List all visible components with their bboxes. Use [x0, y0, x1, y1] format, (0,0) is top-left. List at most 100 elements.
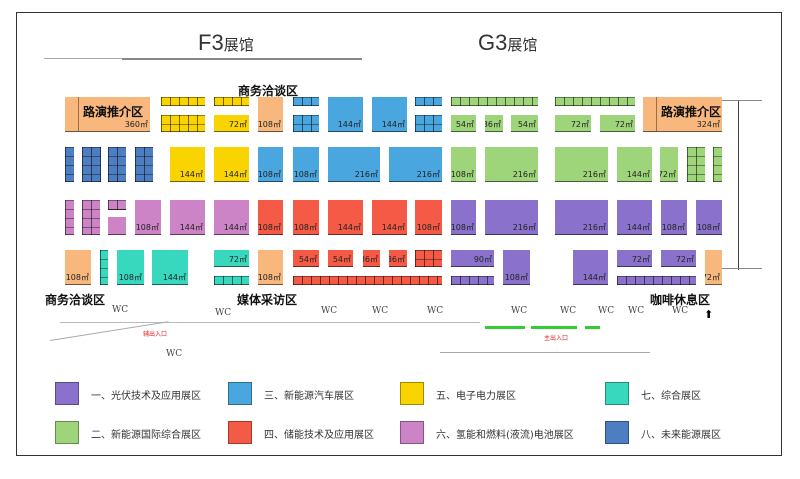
booth-green[interactable]: 54㎡	[511, 115, 538, 132]
booth-green[interactable]	[713, 147, 722, 182]
booth-blue[interactable]: 144㎡	[372, 97, 407, 132]
entrance-marker	[531, 326, 577, 329]
wc-label: WC	[628, 306, 645, 316]
booth-yellow[interactable]	[214, 97, 249, 106]
booth-area: 108㎡	[293, 170, 317, 179]
booth-blue[interactable]: 108㎡	[293, 147, 319, 182]
booth-blue[interactable]	[415, 97, 442, 106]
booth-green[interactable]: 54㎡	[451, 115, 476, 132]
booth-purple[interactable]: 216㎡	[555, 200, 608, 235]
booth-pink[interactable]	[108, 200, 126, 210]
booth-orange[interactable]: 108㎡	[258, 250, 283, 285]
booth-green[interactable]: 216㎡	[485, 147, 538, 182]
booth-green[interactable]	[451, 97, 538, 106]
booth-area: 216㎡	[354, 170, 378, 179]
booth-teal[interactable]: 108㎡	[117, 250, 144, 285]
booth-teal[interactable]: 144㎡	[152, 250, 188, 285]
wc-label: WC	[215, 308, 232, 318]
booth-red[interactable]: 108㎡	[293, 200, 319, 235]
booth-red[interactable]: 54㎡	[328, 250, 353, 267]
booth-green[interactable]: 72㎡	[555, 115, 591, 132]
booth-purple[interactable]: 216㎡	[485, 200, 538, 235]
roadshow-zone-label: 路演推介区	[83, 105, 144, 119]
booth-pink[interactable]: 108㎡	[135, 200, 161, 235]
legend-swatch	[228, 382, 252, 405]
booth-area: 90㎡	[473, 255, 492, 264]
booth-purple[interactable]: 108㎡	[451, 200, 476, 235]
booth-darkblue[interactable]	[135, 147, 153, 182]
booth-red[interactable]: 144㎡	[328, 200, 363, 235]
booth-red[interactable]: 108㎡	[258, 200, 283, 235]
booth-area: 144㎡	[626, 223, 650, 232]
booth-blue[interactable]	[415, 115, 442, 132]
booth-pink[interactable]: 144㎡	[170, 200, 205, 235]
legend-swatch	[400, 421, 424, 444]
booth-area: 54㎡	[298, 255, 317, 264]
booth-purple[interactable]: 72㎡	[617, 250, 652, 267]
booth-area: 144㎡	[337, 120, 361, 129]
booth-red[interactable]	[415, 250, 442, 267]
booth-blue[interactable]	[293, 115, 319, 132]
booth-area: 72㎡	[570, 120, 589, 129]
booth-area: 144㎡	[179, 170, 203, 179]
booth-green[interactable]	[555, 97, 635, 106]
booth-purple[interactable]: 144㎡	[573, 250, 608, 285]
booth-orange[interactable]: 108㎡	[258, 97, 283, 132]
booth-blue[interactable]	[293, 97, 319, 106]
booth-purple[interactable]: 108㎡	[503, 250, 530, 285]
booth-orange[interactable]: 108㎡	[65, 250, 91, 285]
booth-pink[interactable]	[82, 200, 100, 235]
booth-yellow[interactable]	[161, 97, 205, 106]
booth-green[interactable]: 108㎡	[451, 147, 476, 182]
booth-darkblue[interactable]	[65, 147, 74, 182]
booth-red[interactable]: 144㎡	[372, 200, 407, 235]
booth-pink[interactable]	[108, 217, 126, 235]
booth-area: 108㎡	[696, 223, 720, 232]
booth-green[interactable]: 36㎡	[485, 115, 503, 132]
booth-area: 72㎡	[631, 255, 650, 264]
booth-yellow[interactable]	[161, 115, 205, 132]
booth-green[interactable]	[687, 147, 705, 182]
booth-red[interactable]: 36㎡	[389, 250, 407, 267]
booth-purple[interactable]	[617, 276, 696, 285]
booth-teal[interactable]	[214, 276, 249, 285]
booth-pink[interactable]: 144㎡	[214, 200, 249, 235]
booth-blue[interactable]: 216㎡	[328, 147, 380, 182]
booth-area: 108㎡	[65, 273, 89, 282]
booth-green[interactable]: 144㎡	[617, 147, 652, 182]
booth-green[interactable]: 72㎡	[600, 115, 635, 132]
booth-pink[interactable]	[65, 200, 74, 235]
booth-area: 72㎡	[660, 170, 676, 179]
booth-blue[interactable]: 108㎡	[258, 147, 283, 182]
booth-blue[interactable]: 216㎡	[389, 147, 442, 182]
booth-red[interactable]	[293, 276, 442, 285]
legend-label: 七、综合展区	[641, 391, 701, 402]
booth-orange[interactable]: 72㎡	[705, 250, 722, 285]
booth-area: 108㎡	[118, 273, 142, 282]
booth-darkblue[interactable]	[82, 147, 101, 182]
booth-yellow[interactable]: 144㎡	[170, 147, 205, 182]
booth-green[interactable]: 72㎡	[660, 147, 678, 182]
booth-purple[interactable]: 72㎡	[661, 250, 696, 267]
booth-green[interactable]: 216㎡	[555, 147, 608, 182]
booth-yellow[interactable]: 72㎡	[214, 115, 249, 132]
booth-teal[interactable]: 72㎡	[214, 250, 249, 267]
booth-red[interactable]: 36㎡	[363, 250, 380, 267]
booth-area: 36㎡	[485, 120, 501, 129]
booth-teal[interactable]	[100, 250, 108, 285]
booth-red[interactable]: 108㎡	[415, 200, 442, 235]
booth-purple[interactable]: 108㎡	[696, 200, 722, 235]
booth-darkblue[interactable]	[108, 147, 126, 182]
booth-purple[interactable]: 90㎡	[451, 250, 494, 267]
booth-area: 72㎡	[228, 120, 247, 129]
booth-yellow[interactable]: 144㎡	[214, 147, 249, 182]
booth-purple[interactable]	[451, 276, 494, 285]
legend-swatch	[605, 382, 629, 405]
legend-swatch	[228, 421, 252, 444]
booth-purple[interactable]: 144㎡	[617, 200, 652, 235]
booth-red[interactable]: 54㎡	[293, 250, 319, 267]
booth-blue[interactable]: 144㎡	[328, 97, 363, 132]
booth-purple[interactable]: 108㎡	[661, 200, 687, 235]
